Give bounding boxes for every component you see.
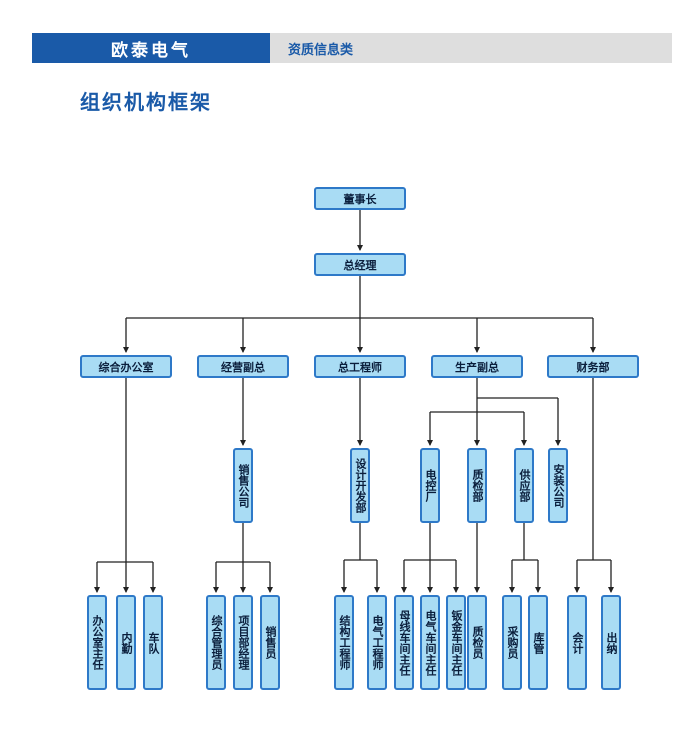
dept-production-box: 生产副总 [431, 355, 523, 378]
supply-dept-box: 供应部 [514, 448, 534, 523]
header-bar: 欧泰电气 资质信息类 [32, 33, 672, 63]
electrical-workshop-box: 电气车间主任 [420, 595, 440, 690]
project-manager-box: 项目部经理 [233, 595, 253, 690]
sheetmetal-workshop-box: 钣金车间主任 [446, 595, 466, 690]
salesperson-box: 销售员 [260, 595, 280, 690]
brand-logo: 欧泰电气 [32, 33, 270, 63]
dept-engineer-box: 总工程师 [314, 355, 406, 378]
fleet-box: 车队 [143, 595, 163, 690]
install-company-box: 安装公司 [548, 448, 568, 523]
electrical-engineer-box: 电气工程师 [367, 595, 387, 690]
sales-company-box: 销售公司 [233, 448, 253, 523]
structural-engineer-box: 结构工程师 [334, 595, 354, 690]
office-director-box: 办公室主任 [87, 595, 107, 690]
warehouse-box: 库管 [528, 595, 548, 690]
busbar-workshop-box: 母线车间主任 [394, 595, 414, 690]
section-label: 资质信息类 [288, 42, 354, 58]
general-manager-box: 总经理 [314, 253, 406, 276]
qc-dept-box: 质检部 [467, 448, 487, 523]
chairman-box: 董事长 [314, 187, 406, 210]
dept-office-box: 综合办公室 [80, 355, 172, 378]
dept-business-box: 经营副总 [197, 355, 289, 378]
accountant-box: 会计 [567, 595, 587, 690]
internal-affairs-box: 内勤 [116, 595, 136, 690]
dept-finance-box: 财务部 [547, 355, 639, 378]
cashier-box: 出纳 [601, 595, 621, 690]
control-factory-box: 电控厂 [420, 448, 440, 523]
general-admin-staff-box: 综合管理员 [206, 595, 226, 690]
page-title: 组织机构框架 [80, 90, 212, 114]
design-dev-box: 设计开发部 [350, 448, 370, 523]
inspector-box: 质检员 [467, 595, 487, 690]
purchaser-box: 采购员 [502, 595, 522, 690]
